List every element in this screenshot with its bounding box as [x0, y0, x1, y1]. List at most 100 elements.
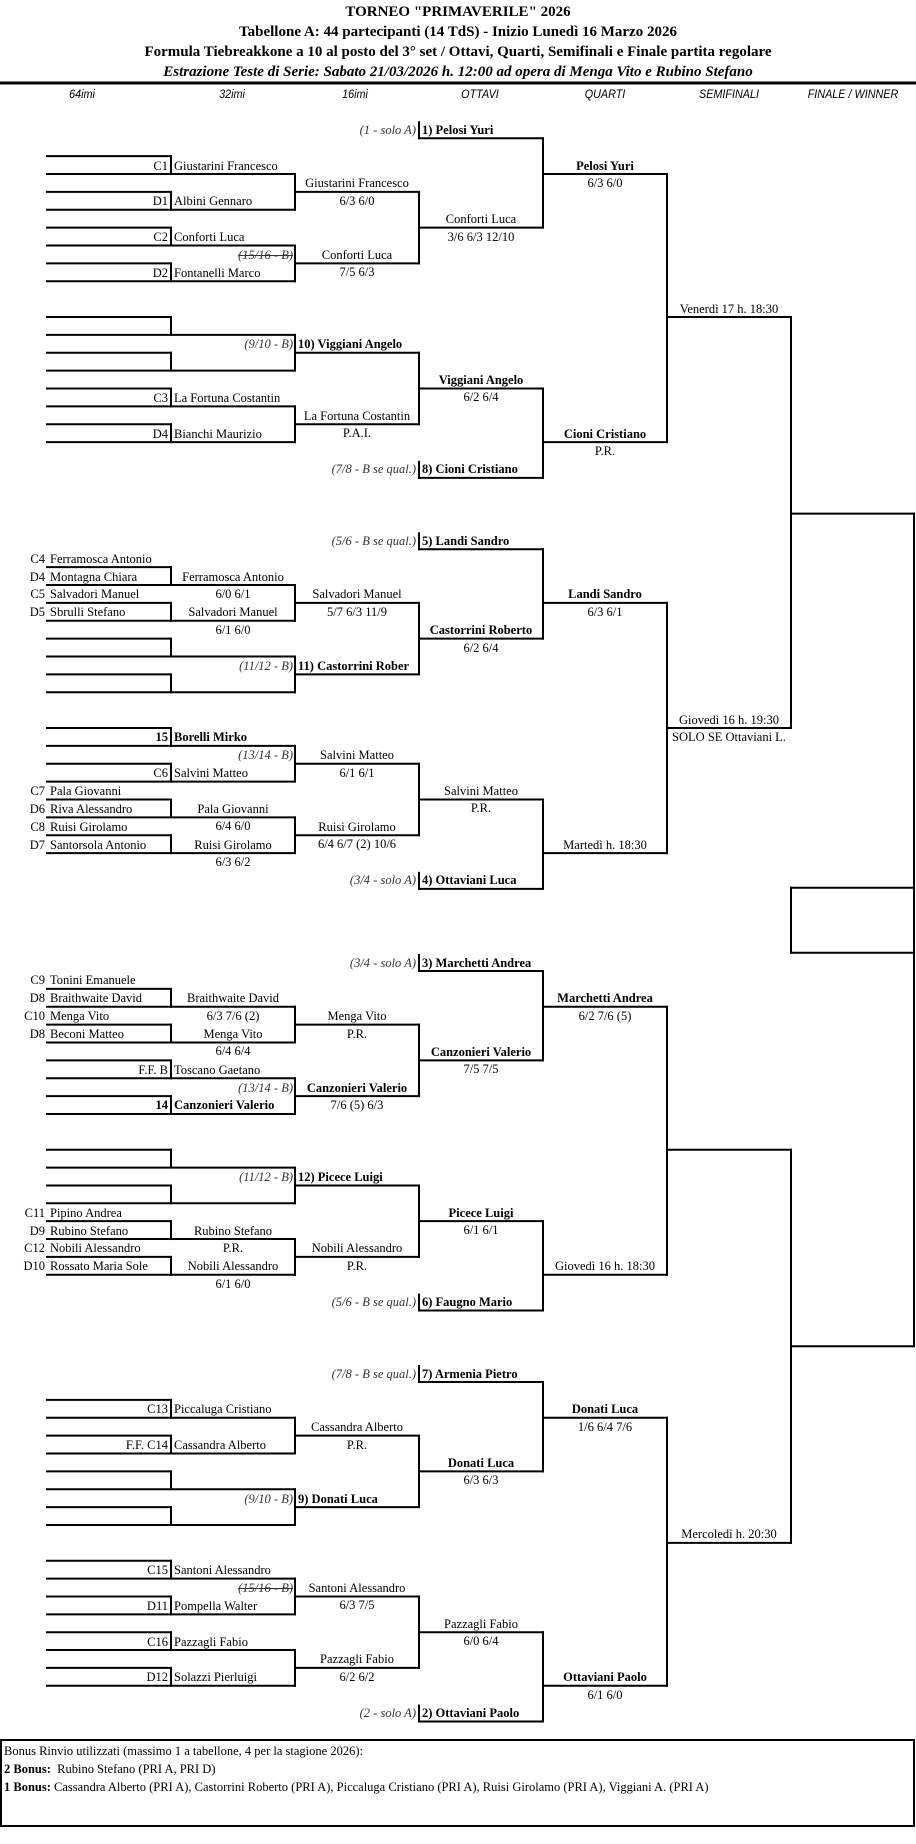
draw-code: F.F. C14 — [125, 1437, 168, 1452]
match-score: 6/0 6/4 — [463, 1634, 499, 1649]
draw-code: C1 — [153, 158, 168, 173]
semifinal-condition: SOLO SE Ottaviani L. — [672, 730, 786, 744]
column-header-64imi: 64imi — [69, 87, 95, 101]
match-score: P.R. — [594, 444, 616, 459]
player-name: Albini Gennaro — [174, 194, 253, 209]
match-winner: Ruisi Girolamo — [194, 837, 272, 852]
player-name: Riva Alessandro — [50, 801, 133, 816]
player-name: Beconi Matteo — [50, 1026, 124, 1041]
player-name: Sbrulli Stefano — [50, 605, 126, 620]
player-name: Braithwaite David — [50, 991, 142, 1006]
bonus-line-1: 1 Bonus: Cassandra Alberto (PRI A), Cast… — [4, 1778, 709, 1796]
seed-note: (15/16 - B) — [238, 247, 293, 262]
match-winner: Ferramosca Antonio — [182, 569, 284, 584]
match-winner: Menga Vito — [203, 1026, 263, 1041]
seeded-player: 7) Armenia Pietro — [422, 1366, 518, 1381]
match-score: 7/5 6/3 — [339, 265, 375, 280]
draw-code: C6 — [153, 766, 168, 781]
draw-code: D11 — [146, 1598, 168, 1613]
match-winner: Menga Vito — [327, 1009, 387, 1024]
match-score: 7/5 7/5 — [463, 1062, 499, 1077]
match-winner: Giustarini Francesco — [305, 176, 409, 191]
seed-note: (3/4 - solo A) — [349, 955, 416, 970]
seed-note: (11/12 - B) — [239, 1169, 293, 1184]
seeded-player: 11) Castorrini Rober — [298, 658, 410, 673]
player-name: Solazzi Pierluigi — [174, 1670, 257, 1685]
column-header-32imi: 32imi — [219, 87, 245, 101]
semifinal-schedule: Mercoledì h. 20:30 — [681, 1527, 777, 1542]
match-winner: Cassandra Alberto — [311, 1420, 403, 1435]
seeded-player: 1) Pelosi Yuri — [422, 122, 494, 137]
match-score: 6/4 6/4 — [215, 1044, 251, 1059]
player-name: Rossato Maria Sole — [50, 1259, 148, 1274]
match-score: 6/1 6/0 — [215, 622, 251, 637]
seed-note: (5/6 - B se qual.) — [331, 1295, 416, 1310]
seed-note: (11/12 - B) — [239, 658, 293, 673]
match-score: 6/3 7/6 (2) — [206, 1008, 260, 1023]
match-score: 6/3 6/0 — [587, 176, 623, 191]
player-name: Piccaluga Cristiano — [174, 1402, 272, 1417]
column-header-16imi: 16imi — [342, 87, 368, 101]
player-name: Bianchi Maurizio — [174, 426, 262, 441]
draw-code: D2 — [152, 265, 168, 280]
draw-code: C8 — [30, 819, 45, 834]
match-winner: La Fortuna Costantin — [303, 408, 411, 423]
seed-note: (13/14 - B) — [238, 748, 293, 763]
semifinal-schedule: Venerdì 17 h. 18:30 — [679, 301, 779, 316]
bonus-text: Cassandra Alberto (PRI A), Castorrini Ro… — [50, 1780, 709, 1794]
match-score: 6/3 6/2 — [215, 855, 251, 870]
match-winner: Marchetti Andrea — [557, 991, 653, 1006]
seed-note: (1 - solo A) — [359, 122, 416, 137]
match-winner: Castorrini Roberto — [429, 623, 533, 638]
player-name: Montagna Chiara — [50, 569, 138, 584]
match-winner: Nobili Alessandro — [311, 1241, 403, 1256]
match-winner: Landi Sandro — [568, 587, 642, 602]
match-score: 6/1 6/0 — [215, 1276, 251, 1291]
match-winner: Pazzagli Fabio — [320, 1652, 394, 1667]
player-name: Tonini Emanuele — [50, 973, 136, 988]
match-winner: Canzonieri Valerio — [306, 1080, 408, 1095]
bonus-label: 1 Bonus: — [4, 1780, 51, 1794]
draw-code: C12 — [24, 1241, 45, 1256]
player-name: Menga Vito — [50, 1009, 110, 1024]
draw-code: C11 — [24, 1205, 45, 1220]
tournament-formula: Formula Tiebreakkone a 10 al posto del 3… — [144, 44, 772, 60]
match-winner: Salvadori Manuel — [188, 605, 278, 620]
bonus-label: 2 Bonus: — [4, 1762, 51, 1776]
seed-note: (7/8 - B se qual.) — [331, 1366, 416, 1381]
player-name: Nobili Alessandro — [50, 1241, 141, 1256]
match-score: 6/4 6/7 (2) 10/6 — [317, 837, 397, 852]
match-winner: Canzonieri Valerio — [430, 1044, 532, 1059]
player-name: Santoni Alessandro — [174, 1563, 271, 1578]
match-score: 6/4 6/0 — [215, 819, 251, 834]
player-name: Pala Giovanni — [50, 783, 122, 798]
match-score: P.R. — [346, 1026, 368, 1041]
player-name: La Fortuna Costantin — [174, 390, 281, 405]
match-winner: Giovedì 16 h. 18:30 — [555, 1259, 655, 1274]
match-winner: Conforti Luca — [445, 212, 517, 227]
match-score: 6/1 6/0 — [587, 1687, 623, 1702]
draw-code: C9 — [30, 973, 45, 988]
seeded-player: 6) Faugno Mario — [422, 1295, 513, 1310]
seed-note: (15/16 - B) — [238, 1580, 293, 1595]
seeded-player: 3) Marchetti Andrea — [422, 955, 532, 970]
draw-code: D9 — [29, 1223, 45, 1238]
seeded-player: 8) Cioni Cristiano — [422, 462, 518, 477]
match-winner: Picece Luigi — [448, 1205, 514, 1220]
player-name: Salvadori Manuel — [50, 587, 140, 602]
seed-note: (7/8 - B se qual.) — [331, 462, 416, 477]
player-name: Giustarini Francesco — [174, 158, 278, 173]
draw-code: C15 — [147, 1563, 168, 1578]
seeded-player: 2) Ottaviani Paolo — [422, 1706, 520, 1721]
bonus-line-2: 2 Bonus: Rubino Stefano (PRI A, PRI D) — [4, 1760, 216, 1778]
match-score: 6/0 6/1 — [215, 587, 251, 602]
match-score: 6/3 6/1 — [587, 604, 623, 619]
seeded-player: 4) Ottaviani Luca — [422, 873, 517, 888]
match-score: P.R. — [470, 801, 492, 816]
seeded-player: 12) Picece Luigi — [298, 1169, 383, 1184]
match-winner: Conforti Luca — [321, 247, 393, 262]
player-name: Pazzagli Fabio — [174, 1634, 248, 1649]
column-header-finale: FINALE / WINNER — [807, 87, 899, 101]
